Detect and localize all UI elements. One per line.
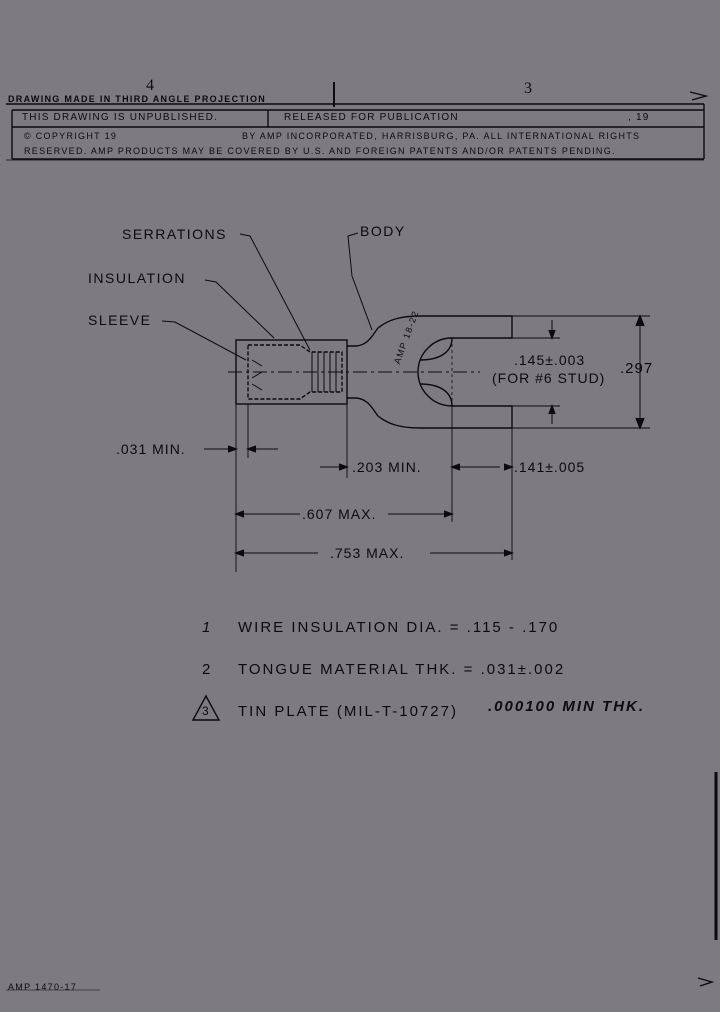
note-1-number: 1 [202,619,213,636]
copyright-patents: RESERVED. AMP PRODUCTS MAY BE COVERED BY… [24,146,616,156]
note-2-number: 2 [202,661,213,678]
projection-note: DRAWING MADE IN THIRD ANGLE PROJECTION [8,94,267,104]
callout-insulation: INSULATION [88,270,186,286]
unpublished-note: THIS DRAWING IS UNPUBLISHED. [22,112,219,123]
zone-number-right: 3 [524,80,533,97]
note-3-number: 3 [202,704,210,718]
zone-number-left: 4 [146,77,155,94]
note-1-text: WIRE INSULATION DIA. = .115 - .170 [238,619,560,636]
dim-max-607: .607 MAX. [302,506,377,522]
released-note: RELEASED FOR PUBLICATION [284,112,459,123]
copyright-line: © COPYRIGHT 19 [24,131,118,141]
dim-stud-note: (FOR #6 STUD) [492,370,606,386]
note-3-handwritten: .000100 MIN THK. [488,698,646,715]
dim-sleeve-min: .031 MIN. [116,441,186,457]
dim-stud-hole: .145±.003 [514,352,586,368]
callout-serrations: SERRATIONS [122,226,227,242]
dim-max-753: .753 MAX. [330,545,405,561]
released-year: , 19 [628,112,650,123]
callout-sleeve: SLEEVE [88,312,152,328]
dim-width: .297 [620,360,654,377]
copyright-rights: BY AMP INCORPORATED, HARRISBURG, PA. ALL… [242,131,641,141]
dim-tongue-end: .141±.005 [514,459,586,475]
drawing-form-number: AMP 1470-17 [8,982,78,992]
note-2-text: TONGUE MATERIAL THK. = .031±.002 [238,661,566,678]
dim-body-min: .203 MIN. [352,459,422,475]
callout-body: BODY [360,223,406,239]
note-3-text: TIN PLATE (MIL-T-10727) [238,703,458,720]
